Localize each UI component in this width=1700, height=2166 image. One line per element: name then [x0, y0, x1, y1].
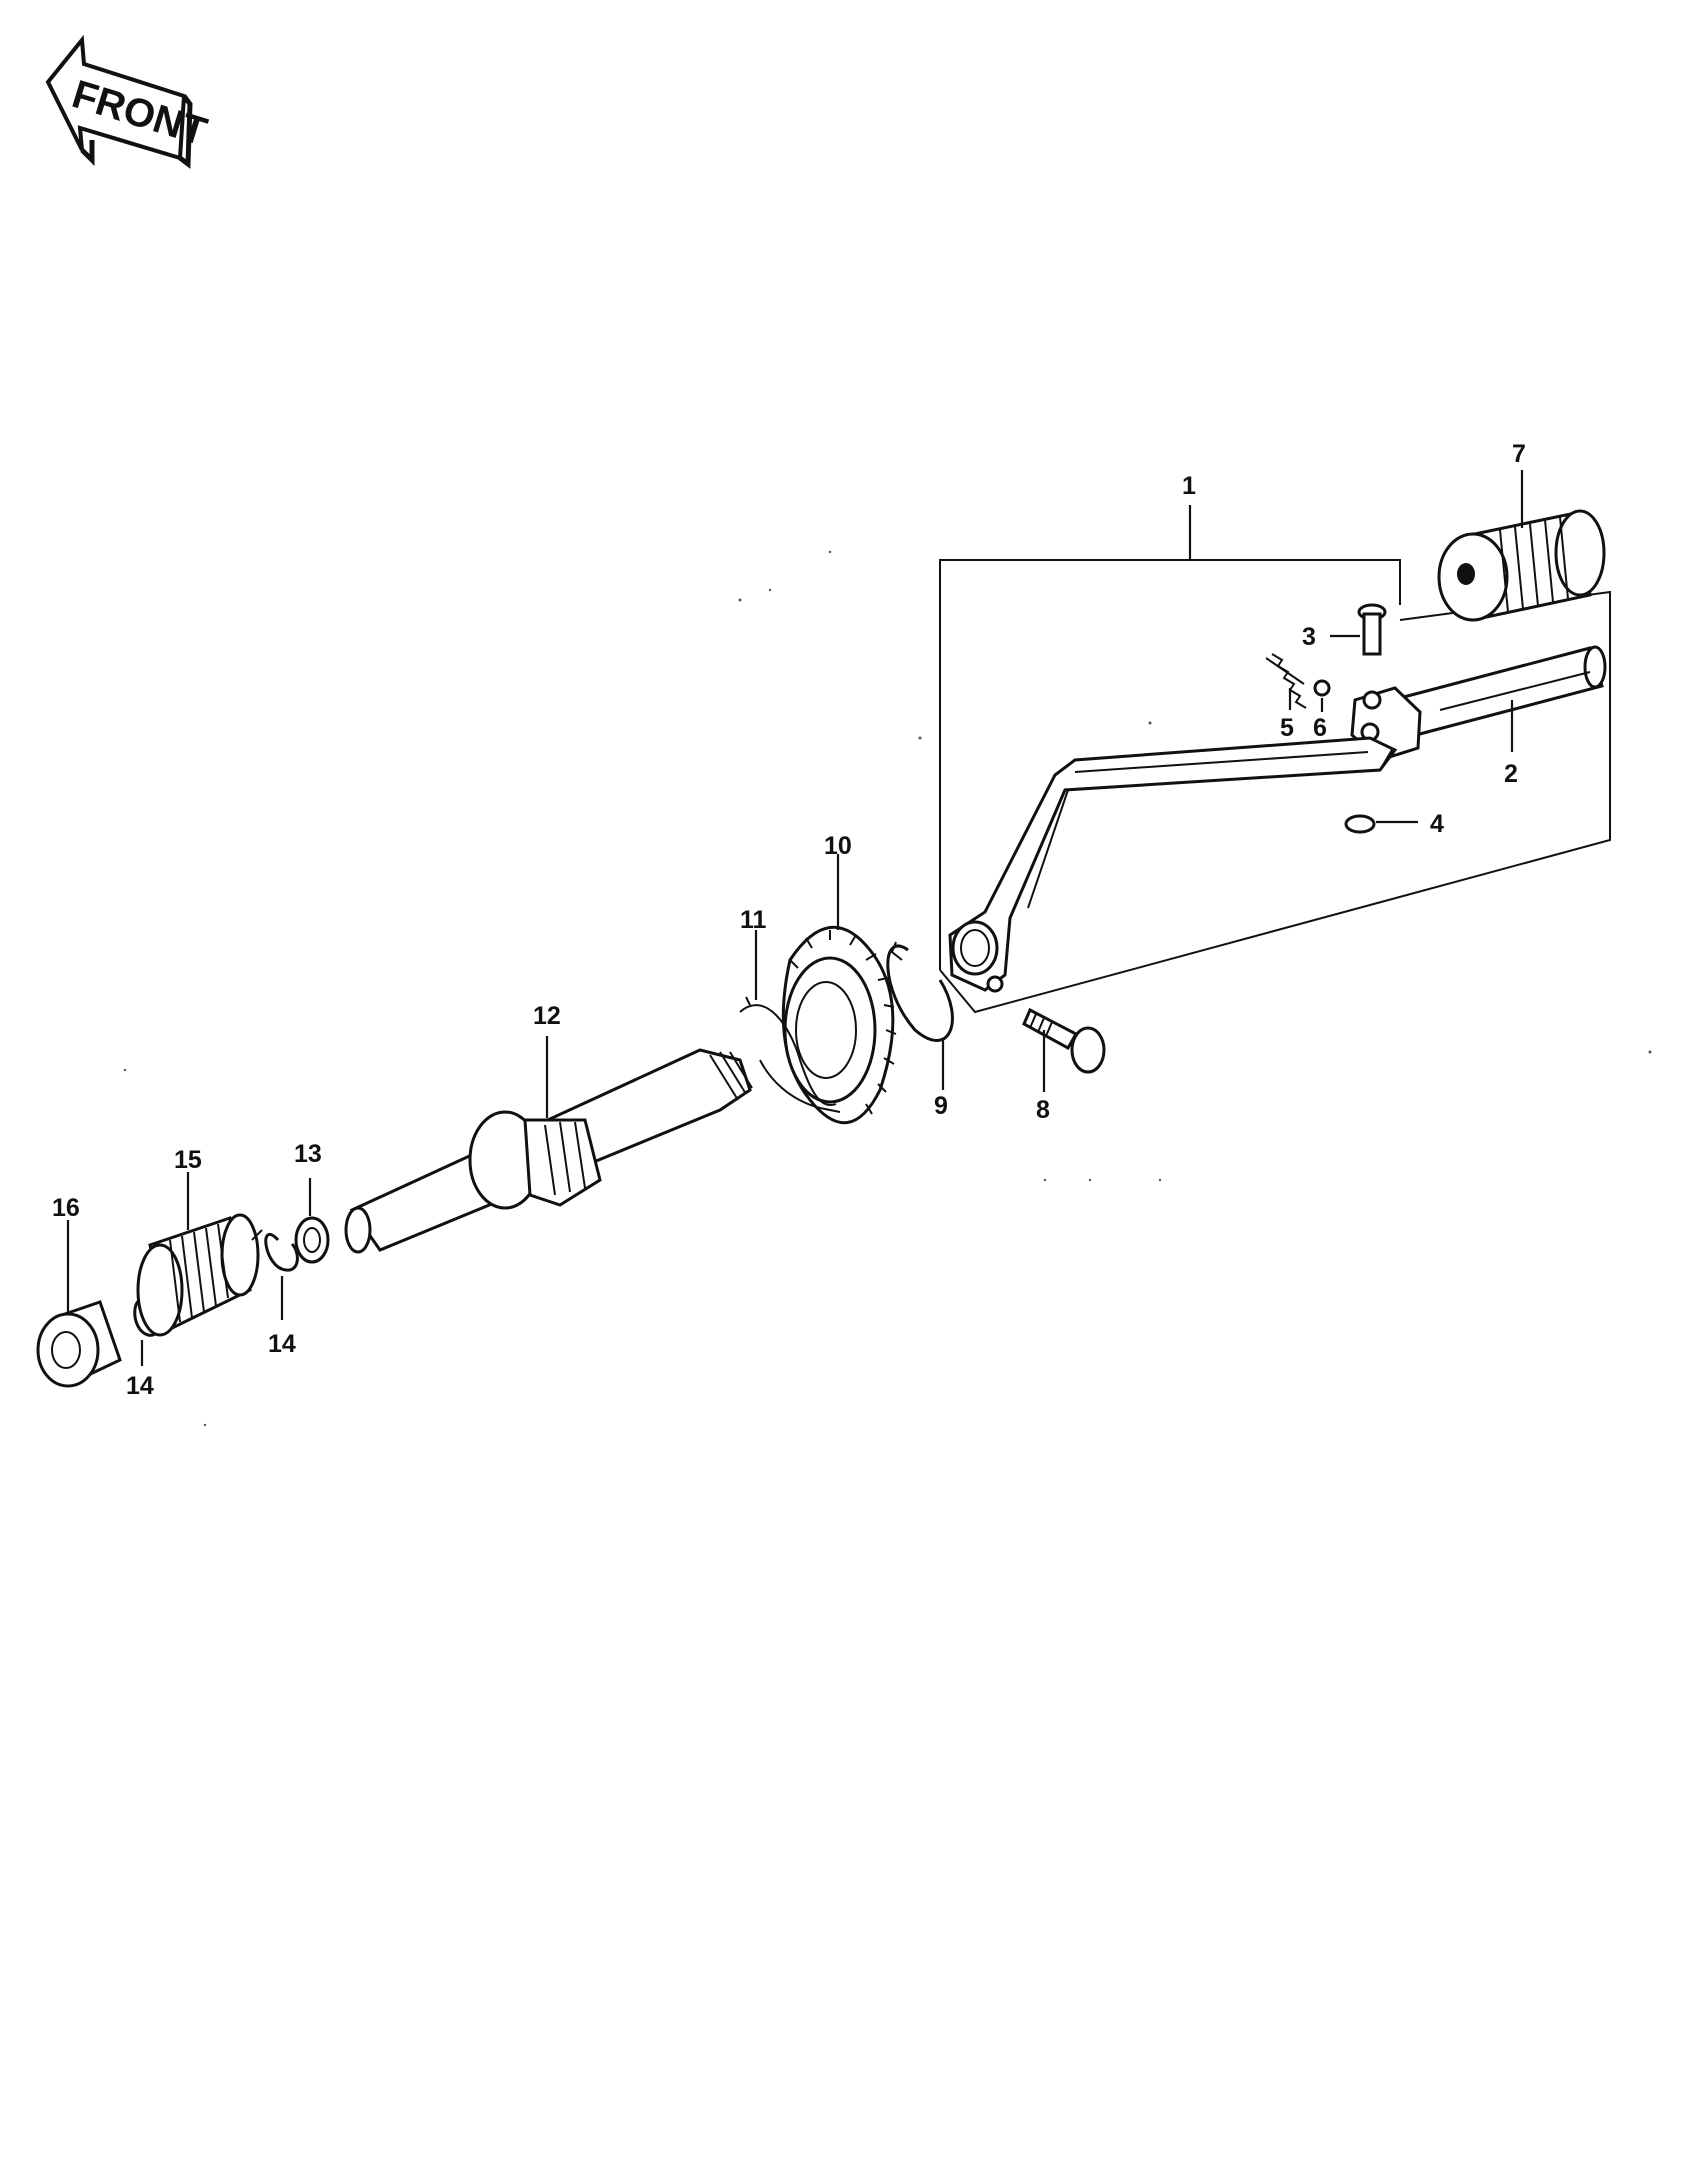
- callout-16: 16: [52, 1194, 80, 1222]
- callout-4: 4: [1430, 810, 1444, 838]
- pivot-bolt: [1330, 603, 1387, 656]
- kick-gear: [781, 854, 897, 1125]
- detent-ball: [1313, 679, 1331, 712]
- scan-specks: [123, 550, 1652, 1427]
- kick-shaft: [344, 1036, 753, 1254]
- callout-14b: 14: [126, 1372, 154, 1400]
- ratchet-spring-clip: [739, 930, 841, 1113]
- kick-pedal-rubber-grip: [1437, 470, 1606, 622]
- callout-12: 12: [533, 1002, 561, 1030]
- front-arrow-icon: FRONT: [45, 34, 212, 169]
- callout-9: 9: [934, 1092, 948, 1120]
- callout-8: 8: [1036, 1096, 1050, 1124]
- detent-spring: [1265, 653, 1307, 710]
- spring-guide: [36, 1220, 122, 1388]
- callout-1: 1: [1182, 472, 1196, 500]
- shaft-washer: [294, 1178, 330, 1264]
- callout-5: 5: [1280, 714, 1294, 742]
- shaft-circlip: [886, 941, 954, 1090]
- callout-14a: 14: [268, 1330, 296, 1358]
- callout-7: 7: [1512, 440, 1526, 468]
- callout-11: 11: [740, 906, 767, 934]
- kick-starter-arm: [948, 736, 1398, 993]
- callout-15: 15: [174, 1146, 202, 1174]
- callout-6: 6: [1313, 714, 1327, 742]
- kick-return-spring: [136, 1172, 263, 1337]
- callout-13: 13: [294, 1140, 322, 1168]
- retaining-clip-inner: [264, 1232, 299, 1320]
- callout-10: 10: [824, 832, 852, 860]
- callout-2: 2: [1504, 760, 1518, 788]
- kick-pedal-folding-arm: [1350, 645, 1607, 762]
- arm-clamp-bolt: [1022, 1007, 1106, 1092]
- callout-3: 3: [1302, 623, 1316, 651]
- pedal-nut: [1344, 814, 1418, 834]
